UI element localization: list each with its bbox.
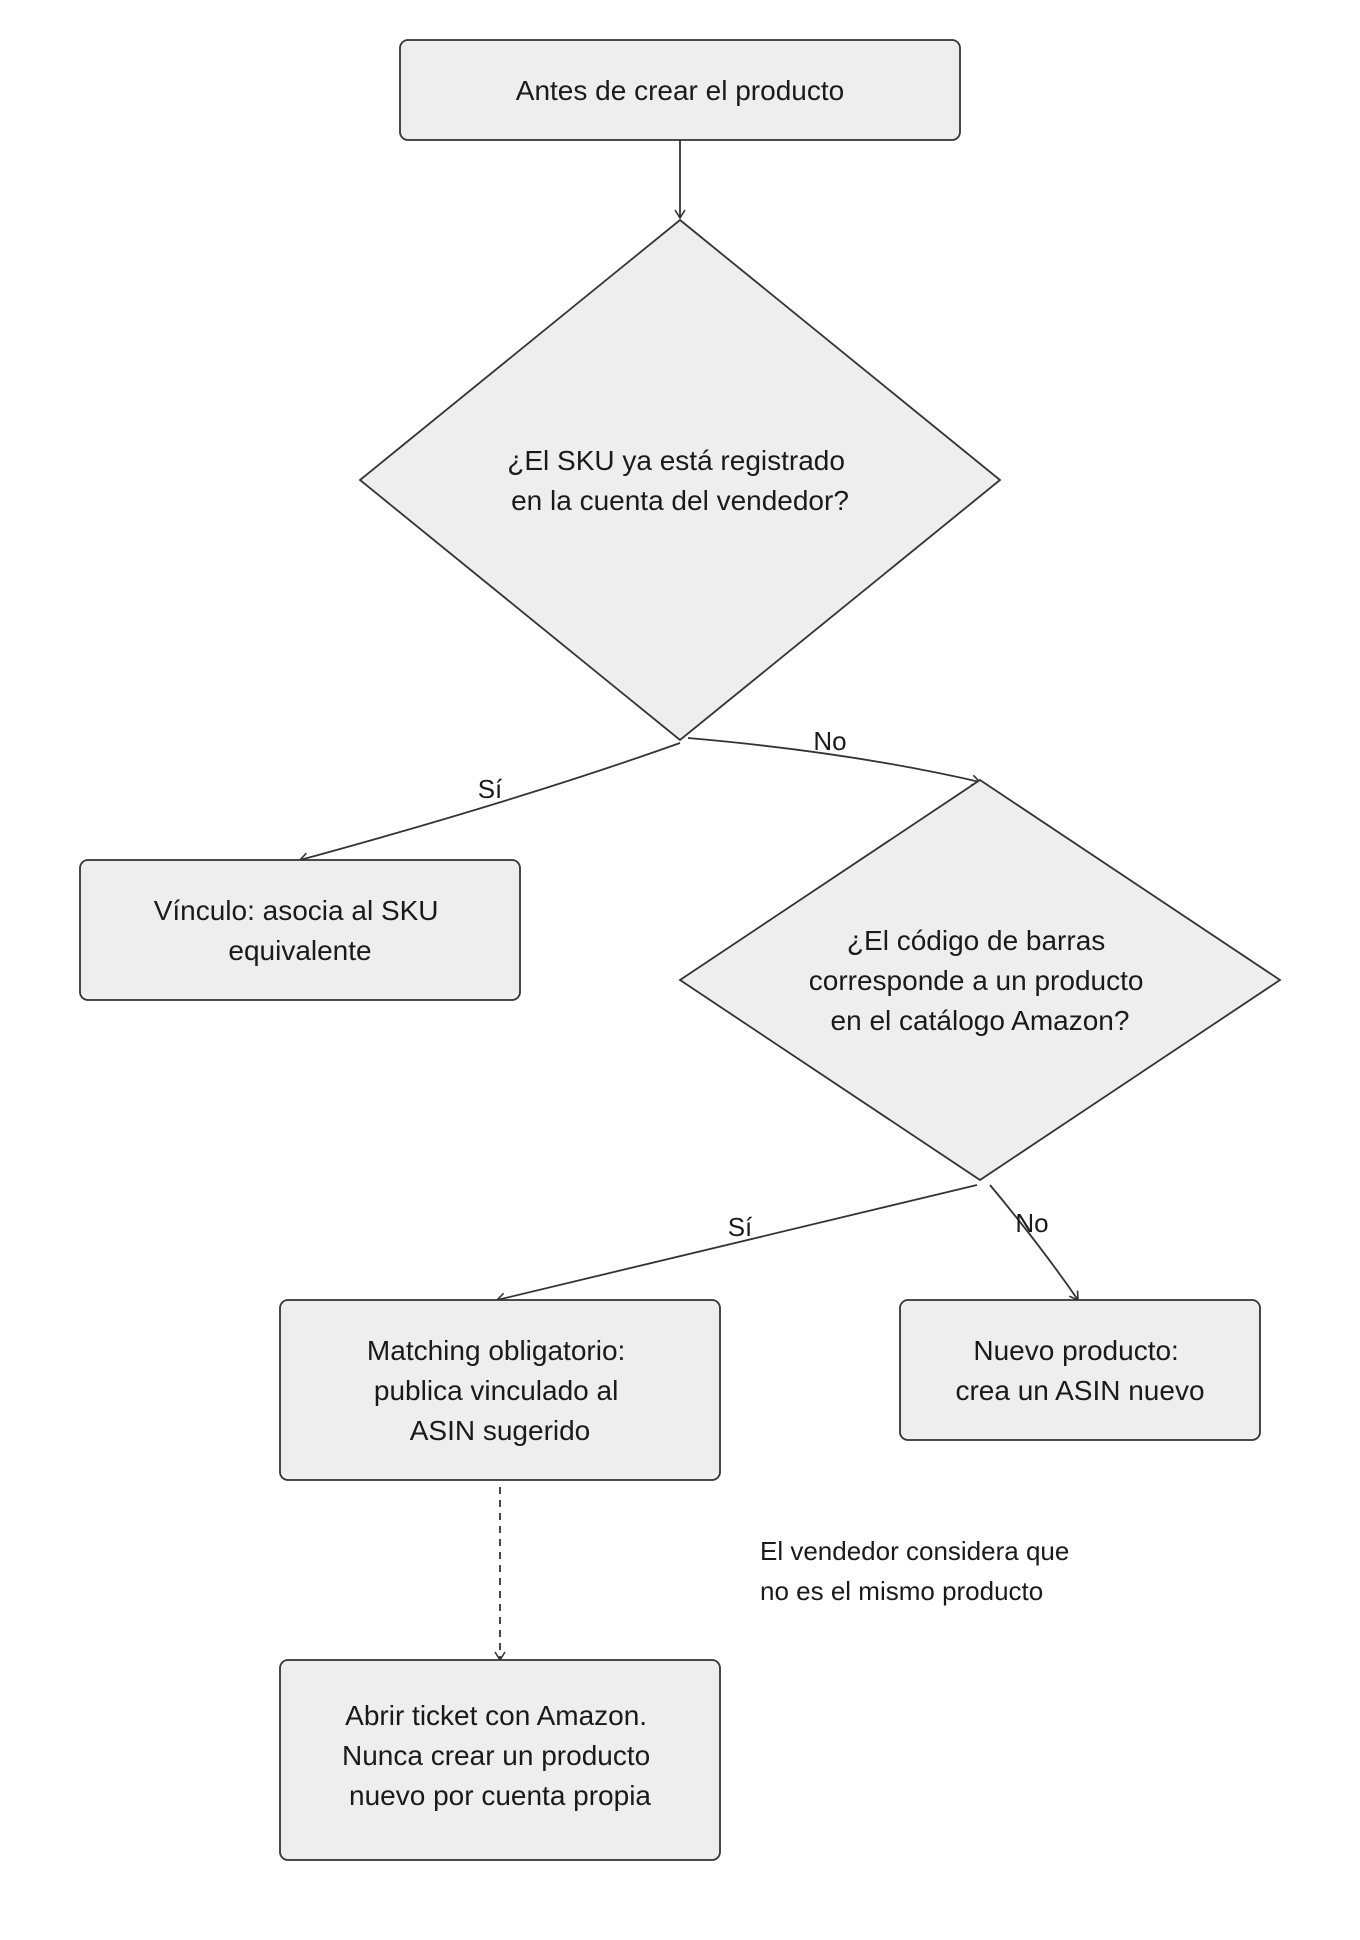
decision-barcode-line-2: corresponde a un producto: [809, 965, 1144, 996]
node-start: Antes de crear el producto: [399, 39, 961, 141]
edge-label-sku-yes: Sí: [478, 774, 503, 804]
svg-text:¿El SKU ya está registrado: ¿El SKU ya está registrado en la cuenta …: [507, 445, 852, 516]
node-matching-line-1: Matching obligatorio:: [367, 1335, 625, 1366]
node-nuevo-line-2: crea un ASIN nuevo: [955, 1375, 1204, 1406]
node-matching-line-3: ASIN sugerido: [410, 1415, 591, 1446]
edge-sku-yes: [298, 742, 681, 864]
edge-sku-no: [687, 737, 982, 786]
node-nuevo-producto: Nuevo producto: crea un ASIN nuevo: [899, 1299, 1261, 1441]
svg-text:¿El código de barras cor: ¿El código de barras corresponde a un pr…: [809, 925, 1151, 1036]
edge-barcode-yes: [495, 1184, 978, 1304]
edge-labels: Sí No Sí No: [478, 726, 1049, 1242]
svg-text:El vendedor considera que: El vendedor considera que no es el mismo…: [760, 1536, 1077, 1606]
note-line-2: no es el mismo producto: [760, 1576, 1043, 1606]
decision-sku-line-2: en la cuenta del vendedor?: [511, 485, 849, 516]
edges: [298, 140, 1079, 1662]
decision-barcode: ¿El código de barras corresponde a un pr…: [678, 778, 1282, 1182]
edge-label-barcode-no: No: [1015, 1208, 1048, 1238]
node-vinculo: Vínculo: asocia al SKU equivalente: [79, 859, 521, 1001]
decision-sku-line-1: ¿El SKU ya está registrado: [507, 445, 845, 476]
svg-text:Nuevo producto: crea un: Nuevo producto: crea un ASIN nuevo: [955, 1335, 1204, 1406]
node-vinculo-line-2: equivalente: [228, 935, 371, 966]
node-nuevo-line-1: Nuevo producto:: [973, 1335, 1178, 1366]
decision-sku: ¿El SKU ya está registrado en la cuenta …: [358, 218, 1002, 742]
decision-barcode-line-1: ¿El código de barras: [847, 925, 1105, 956]
edge-label-sku-no: No: [813, 726, 846, 756]
edge-barcode-no: [989, 1184, 1079, 1302]
node-ticket-line-2: Nunca crear un producto: [342, 1740, 650, 1771]
annotation-note: El vendedor considera que no es el mismo…: [760, 1536, 1077, 1606]
node-ticket-line-1: Abrir ticket con Amazon.: [345, 1700, 647, 1731]
note-line-1: El vendedor considera que: [760, 1536, 1069, 1566]
node-start-line: Antes de crear el producto: [516, 75, 844, 106]
edge-label-barcode-yes: Sí: [728, 1212, 753, 1242]
svg-text:Matching obligatorio: pu: Matching obligatorio: publica vinculado …: [367, 1335, 633, 1446]
svg-text:Abrir ticket con Amazon.: Abrir ticket con Amazon. Nunca crear un …: [342, 1700, 658, 1811]
decision-barcode-line-3: en el catálogo Amazon?: [831, 1005, 1130, 1036]
node-vinculo-line-1: Vínculo: asocia al SKU: [154, 895, 439, 926]
svg-text:Vínculo: asocia al SKU e: Vínculo: asocia al SKU equivalente: [154, 895, 447, 966]
node-matching: Matching obligatorio: publica vinculado …: [279, 1299, 721, 1481]
node-ticket-line-3: nuevo por cuenta propia: [349, 1780, 651, 1811]
node-matching-line-2: publica vinculado al: [374, 1375, 618, 1406]
node-ticket: Abrir ticket con Amazon. Nunca crear un …: [279, 1659, 721, 1861]
svg-text:Antes de crear el producto: Antes de crear el producto: [516, 75, 844, 106]
